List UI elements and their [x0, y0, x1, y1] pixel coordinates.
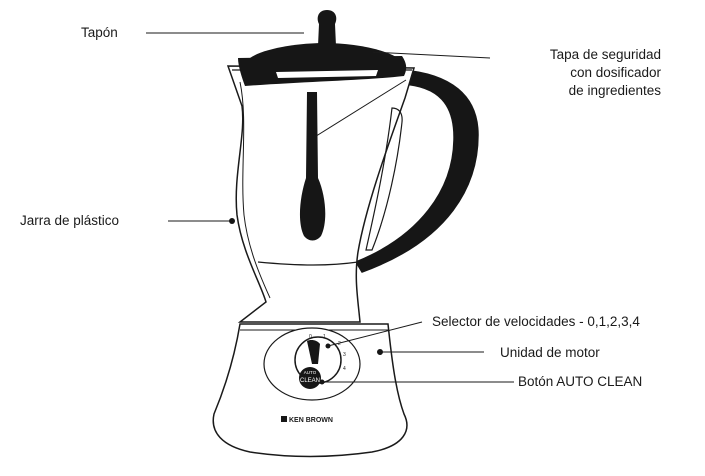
- dial-mark-4: 4: [343, 366, 346, 372]
- leader-tapa-2-dot: [310, 135, 316, 141]
- cap: [317, 10, 337, 46]
- dial-mark-2: 2: [338, 341, 341, 347]
- cap-base: [315, 43, 339, 51]
- jar-blade: [299, 92, 326, 241]
- brand-name: KEN BROWN: [289, 417, 333, 424]
- leader-selector-dot: [325, 343, 331, 349]
- leader-jarra-dot: [229, 218, 235, 224]
- dial-mark-0: 0: [309, 334, 312, 340]
- leader-tapa-2: [312, 79, 407, 139]
- label-boton: Botón AUTO CLEAN: [518, 374, 643, 389]
- leader-tapa: [369, 51, 491, 59]
- leader-tapa-dot: [367, 49, 373, 55]
- label-tapa-line1: Tapa de seguridad: [549, 47, 661, 62]
- dial-mark-3: 3: [343, 352, 346, 358]
- brand-logo-icon: [281, 416, 287, 422]
- label-motor: Unidad de motor: [500, 345, 600, 360]
- dial-mark-1: 1: [323, 334, 326, 340]
- auto-clean-big: CLEAN: [300, 378, 320, 384]
- label-tapa-line3: de ingredientes: [568, 83, 661, 98]
- auto-clean-small: AUTO: [304, 370, 317, 375]
- label-tapa-line2: con dosificador: [570, 65, 661, 80]
- jar-inner-outline: [239, 81, 271, 299]
- auto-clean-button[interactable]: [299, 367, 321, 389]
- leader-selector: [327, 321, 423, 347]
- leader-boton-dot: [319, 379, 325, 385]
- leader-motor-dot: [377, 349, 383, 355]
- label-jarra: Jarra de plástico: [20, 213, 120, 228]
- lid-shine: [276, 70, 378, 78]
- lid-band: [238, 56, 407, 86]
- label-tapon: Tapón: [81, 25, 118, 40]
- jar-band: [257, 261, 359, 266]
- label-selector: Selector de velocidades - 0,1,2,3,4: [432, 314, 640, 329]
- jar-window: [365, 107, 403, 251]
- jar-handle: [354, 69, 479, 273]
- speed-dial-pointer: [307, 340, 320, 364]
